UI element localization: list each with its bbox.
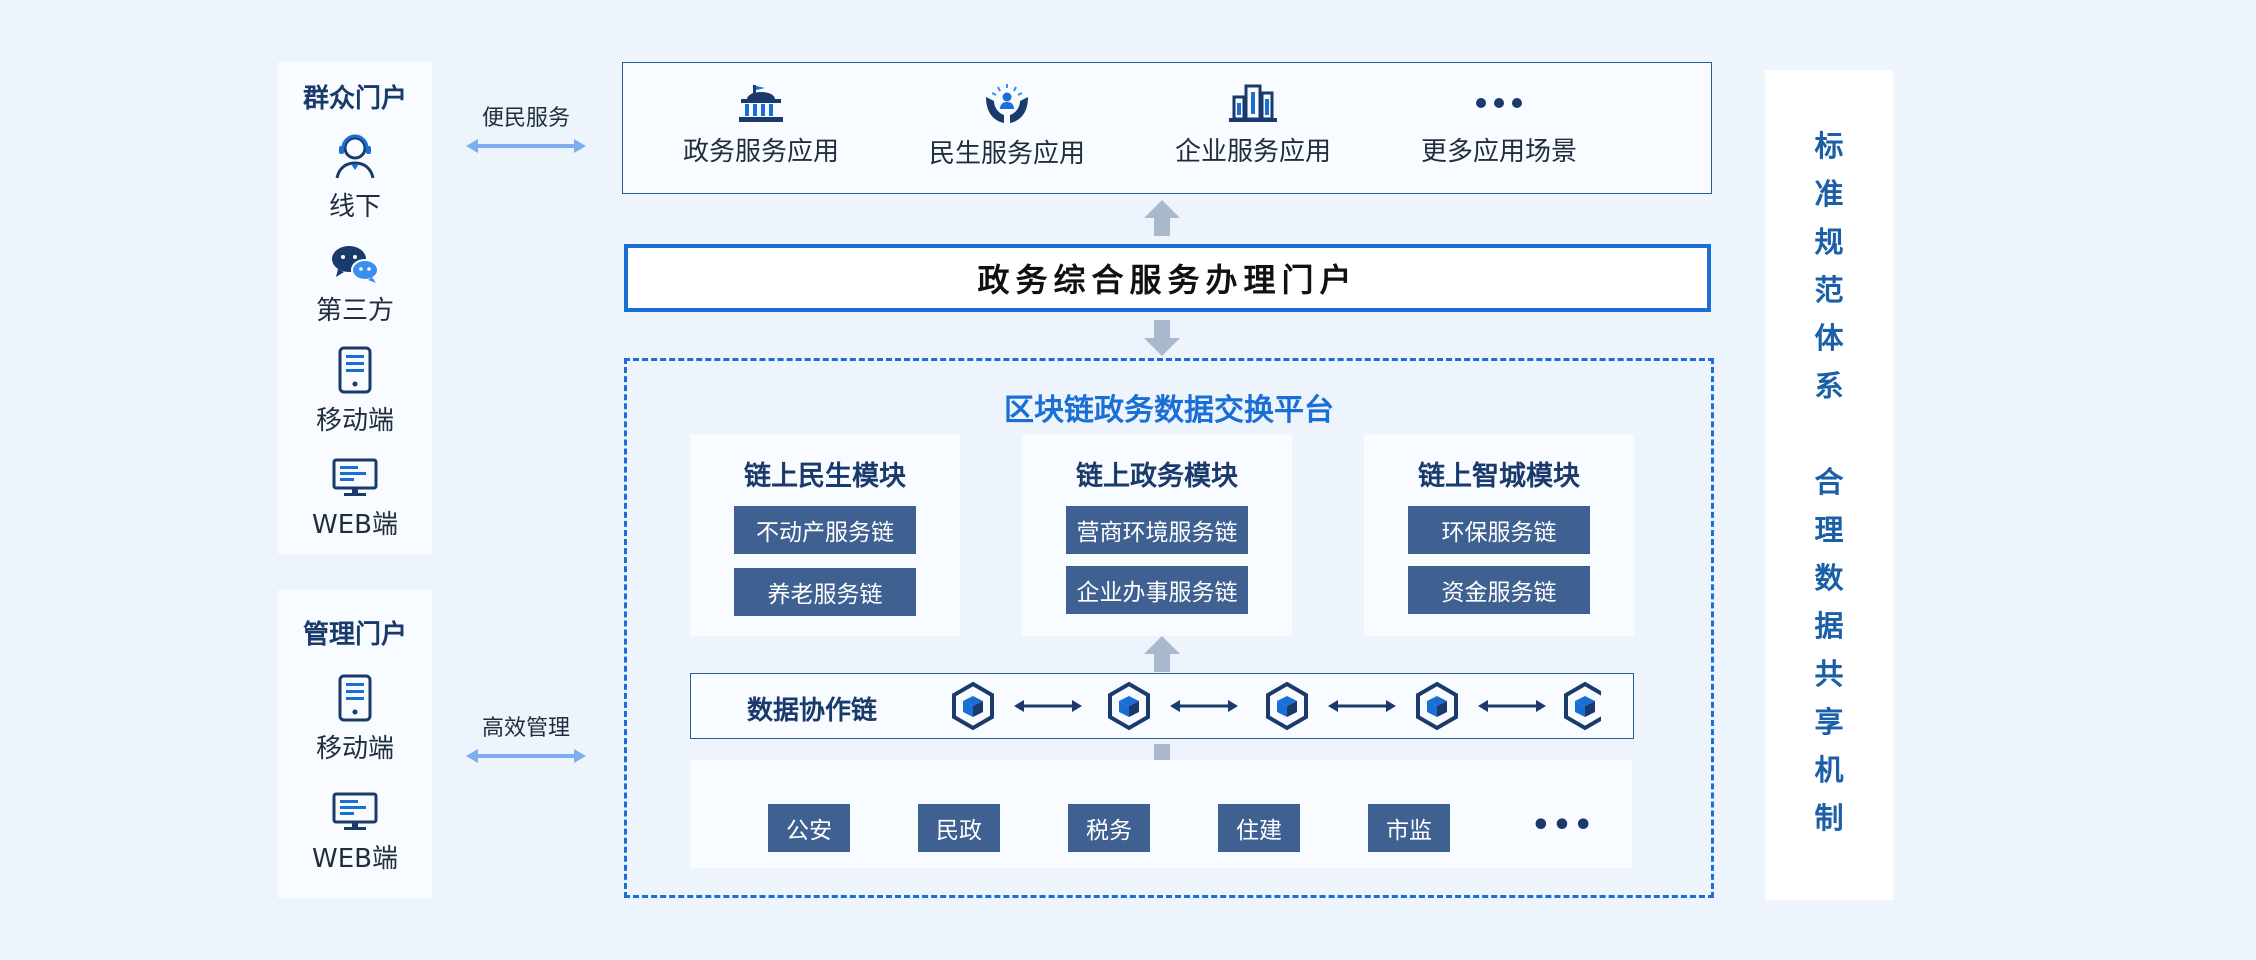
module-title: 链上民生模块 (744, 461, 906, 492)
public-portal-item-label: WEB端 (312, 510, 398, 540)
government-building-icon (739, 85, 783, 122)
public-portal-item-third-party[interactable]: 第三方 (278, 244, 432, 327)
vertical-char: 规 (1814, 225, 1844, 259)
department-chip[interactable]: 民政 (918, 804, 1000, 852)
vertical-char: 合 (1814, 465, 1844, 499)
vertical-char: 机 (1814, 753, 1844, 787)
bidirectional-arrow-icon (1012, 698, 1084, 714)
public-portal: 群众门户 线下 第三方 (278, 62, 432, 554)
public-portal-item-label: 线下 (328, 192, 381, 222)
data-sharing-mechanism-text: 合理数据共享机制 (1765, 458, 1893, 842)
more-dots-icon (1476, 98, 1522, 108)
vertical-char: 体 (1814, 321, 1844, 355)
monitor-icon (332, 792, 378, 830)
double-arrow-icon (466, 139, 586, 153)
module-title: 链上政务模块 (1076, 461, 1238, 492)
blockchain-node-icon (1416, 682, 1458, 730)
blockchain-node-icon (1108, 682, 1150, 730)
bidirectional-arrow-icon (1476, 698, 1548, 714)
enterprise-buildings-icon (1229, 84, 1277, 122)
service-chain[interactable]: 企业办事服务链 (1066, 566, 1248, 614)
vertical-char: 享 (1814, 705, 1844, 739)
module-smart-city: 链上智城模块 环保服务链 资金服务链 (1364, 434, 1634, 636)
app-enterprise-service[interactable]: 企业服务应用 (1143, 83, 1363, 168)
service-chain[interactable]: 资金服务链 (1408, 566, 1590, 614)
mobile-icon (338, 674, 372, 722)
department-chip[interactable]: 公安 (768, 804, 850, 852)
app-livelihood-service[interactable]: 民生服务应用 (897, 83, 1117, 170)
hands-person-icon (986, 84, 1028, 123)
mobile-icon (338, 346, 372, 394)
admin-portal-title: 管理门户 (302, 620, 407, 650)
chain-nodes (952, 682, 1601, 730)
admin-portal-item-label: 移动端 (315, 734, 394, 764)
double-arrow-icon (466, 749, 586, 763)
public-portal-item-mobile[interactable]: 移动端 (278, 346, 432, 437)
service-chain[interactable]: 环保服务链 (1408, 506, 1590, 554)
app-gov-service[interactable]: 政务服务应用 (651, 83, 871, 168)
admin-portal: 管理门户 移动端 WEB端 (278, 590, 432, 898)
data-cooperation-chain: 数据协作链 (690, 673, 1634, 739)
departments-row: 公安 民政 税务 住建 市监 ••• (690, 760, 1632, 868)
gov-service-portal[interactable]: 政务综合服务办理门户 (624, 244, 1711, 312)
blockchain-node-icon (1564, 682, 1601, 730)
vertical-char: 数 (1814, 561, 1844, 595)
standards-system-text: 标准规范体系 (1765, 122, 1893, 410)
department-chip[interactable]: 市监 (1368, 804, 1450, 852)
bidirectional-arrow-icon (1326, 698, 1398, 714)
vertical-char: 共 (1814, 657, 1844, 691)
app-more-scenarios[interactable]: 更多应用场景 (1389, 83, 1609, 168)
app-label: 民生服务应用 (928, 139, 1085, 169)
blockchain-node-icon (1266, 682, 1308, 730)
public-portal-item-offline[interactable]: 线下 (278, 134, 432, 223)
application-layer: 政务服务应用 民生服务应用 企业服务应用 (622, 62, 1712, 194)
public-portal-item-label: 移动端 (315, 406, 394, 436)
department-chip[interactable]: 税务 (1068, 804, 1150, 852)
person-headset-icon (335, 134, 375, 179)
public-portal-item-web[interactable]: WEB端 (278, 458, 432, 541)
public-service-label: 便民服务 (481, 106, 570, 131)
service-chain[interactable]: 养老服务链 (734, 568, 916, 616)
up-arrow-icon (1144, 200, 1180, 236)
blockchain-node-icon (952, 682, 994, 730)
coop-chain-label: 数据协作链 (747, 696, 878, 726)
department-chip[interactable]: 住建 (1218, 804, 1300, 852)
public-portal-item-label: 第三方 (315, 296, 394, 326)
monitor-icon (332, 458, 378, 496)
blockchain-platform: 区块链政务数据交换平台 (624, 358, 1714, 898)
app-label: 企业服务应用 (1174, 137, 1331, 167)
module-title: 链上智城模块 (1418, 461, 1580, 492)
standards-panel: 标准规范体系 合理数据共享机制 (1765, 70, 1893, 900)
up-arrow-icon (1144, 636, 1180, 672)
vertical-char: 据 (1814, 609, 1844, 643)
app-label: 政务服务应用 (682, 137, 839, 167)
admin-portal-item-label: WEB端 (312, 844, 398, 874)
service-chain[interactable]: 营商环境服务链 (1066, 506, 1248, 554)
vertical-char: 系 (1814, 369, 1844, 403)
vertical-char: 理 (1814, 513, 1844, 547)
vertical-char: 范 (1814, 273, 1844, 307)
admin-management-connector: 高效管理 (464, 710, 588, 766)
more-departments: ••• (1531, 808, 1595, 843)
vertical-char: 准 (1814, 177, 1844, 211)
service-chain[interactable]: 不动产服务链 (734, 506, 916, 554)
public-service-connector: 便民服务 (464, 100, 588, 156)
admin-portal-item-web[interactable]: WEB端 (278, 792, 432, 875)
admin-portal-item-mobile[interactable]: 移动端 (278, 674, 432, 765)
platform-title: 区块链政务数据交换平台 (1004, 393, 1334, 428)
admin-management-label: 高效管理 (481, 716, 570, 741)
module-government: 链上政务模块 营商环境服务链 企业办事服务链 (1022, 434, 1292, 636)
down-arrow-icon (1144, 320, 1180, 356)
wechat-icon (332, 246, 379, 283)
module-livelihood: 链上民生模块 不动产服务链 养老服务链 (690, 434, 960, 636)
public-portal-title: 群众门户 (302, 84, 407, 114)
vertical-char: 标 (1814, 129, 1844, 163)
app-label: 更多应用场景 (1420, 137, 1577, 167)
vertical-char: 制 (1814, 801, 1844, 835)
bidirectional-arrow-icon (1168, 698, 1240, 714)
